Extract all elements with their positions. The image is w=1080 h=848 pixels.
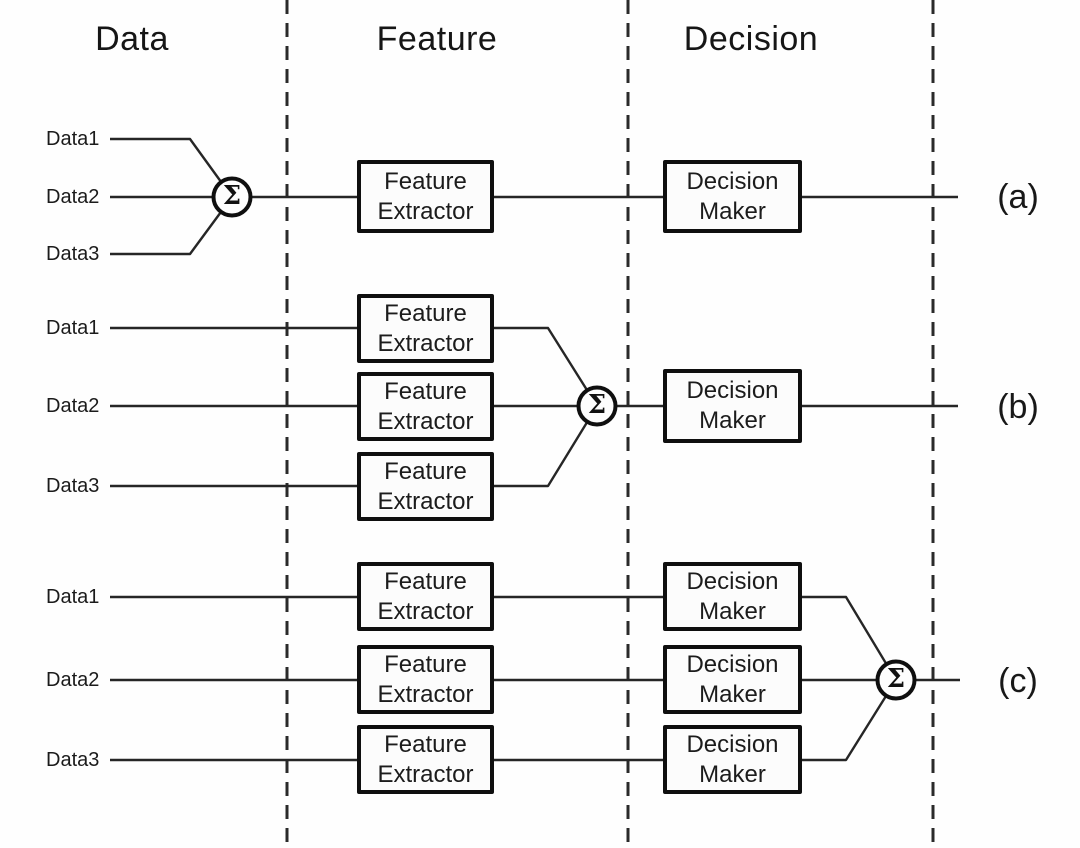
row-a-feature-extractor-box: Feature Extractor — [357, 160, 494, 233]
row-a-sum-symbol: Σ — [222, 181, 242, 211]
column-header-data: Data — [95, 20, 169, 58]
row-a-data3-line — [110, 196, 233, 256]
row-b-feature-extractor-box-2: Feature Extractor — [357, 372, 494, 441]
row-b-feature-extractor-box-3: Feature Extractor — [357, 452, 494, 521]
row-a-data1-line — [110, 137, 233, 198]
row-b-decision-maker-box: Decision Maker — [663, 369, 802, 443]
column-divider-lines — [285, 0, 935, 848]
row-b-feature3-to-sum-line — [494, 405, 599, 488]
row-c-output-label: (c) — [998, 662, 1038, 700]
row-c-decision1-to-sum-line — [802, 595, 898, 681]
row-a-input-label-data3: Data3 — [46, 243, 100, 265]
row-a-output-label: (a) — [997, 178, 1039, 216]
row-a-sum-node-circle — [211, 176, 253, 218]
row-c-feature-extractor-box-1: Feature Extractor — [357, 562, 494, 631]
row-c-sum-node-circle — [875, 659, 917, 701]
row-a-input-label-data1: Data1 — [46, 128, 100, 150]
row-c-sum-symbol: Σ — [886, 664, 906, 694]
row-c-decision-maker-box-2: Decision Maker — [663, 645, 802, 714]
row-a-decision-maker-box: Decision Maker — [663, 160, 802, 233]
row-b-input-label-data1: Data1 — [46, 317, 100, 339]
row-b-input-label-data2: Data2 — [46, 395, 100, 417]
row-c-decision-maker-box-1: Decision Maker — [663, 562, 802, 631]
row-b-feature1-to-sum-line — [494, 326, 599, 407]
row-c-input-label-data1: Data1 — [46, 586, 100, 608]
row-c-feature-extractor-box-3: Feature Extractor — [357, 725, 494, 794]
row-c-input-label-data3: Data3 — [46, 749, 100, 771]
signal-lines — [110, 137, 960, 762]
sum-nodes — [211, 176, 917, 701]
row-b-sum-symbol: Σ — [587, 390, 607, 420]
row-b-input-label-data3: Data3 — [46, 475, 100, 497]
row-c-decision3-to-sum-line — [802, 679, 898, 762]
row-b-output-label: (b) — [997, 388, 1039, 426]
row-c-input-label-data2: Data2 — [46, 669, 100, 691]
row-b-sum-node-circle — [576, 385, 618, 427]
column-header-decision: Decision — [683, 20, 819, 58]
row-a-input-label-data2: Data2 — [46, 186, 100, 208]
row-c-feature-extractor-box-2: Feature Extractor — [357, 645, 494, 714]
row-c-decision-maker-box-3: Decision Maker — [663, 725, 802, 794]
row-b-feature-extractor-box-1: Feature Extractor — [357, 294, 494, 363]
column-header-feature: Feature — [376, 20, 498, 58]
